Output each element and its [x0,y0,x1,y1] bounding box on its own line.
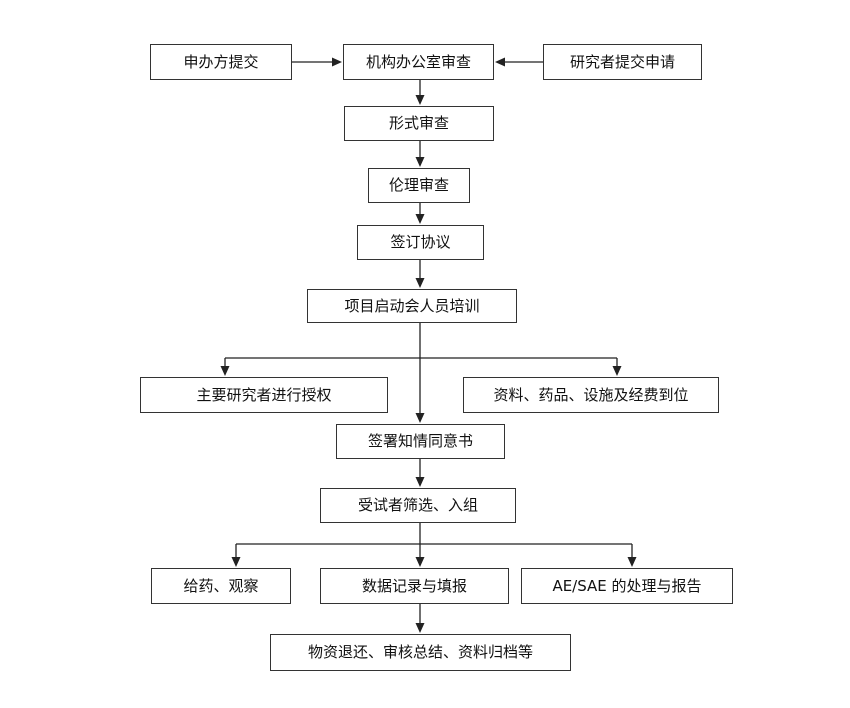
arrowhead [415,557,425,567]
arrowhead [231,557,241,567]
node-dosing-observe: 给药、观察 [151,568,291,604]
arrowhead [415,413,425,423]
node-kickoff-training: 项目启动会人员培训 [307,289,517,323]
node-ae-sae: AE/SAE 的处理与报告 [521,568,733,604]
arrowhead [612,366,622,376]
arrowhead [415,157,425,167]
arrowhead [415,278,425,288]
arrowhead [415,477,425,487]
node-sign-agreement: 签订协议 [357,225,484,260]
node-resources-ready: 资料、药品、设施及经费到位 [463,377,719,413]
node-closeout: 物资退还、审核总结、资料归档等 [270,634,571,671]
arrowhead [332,57,342,67]
arrowhead [415,214,425,224]
node-formal-review: 形式审查 [344,106,494,141]
node-office-review: 机构办公室审查 [343,44,494,80]
arrowhead [495,57,505,67]
arrowhead [220,366,230,376]
arrowhead [415,623,425,633]
arrowhead [415,95,425,105]
node-informed-consent: 签署知情同意书 [336,424,505,459]
node-screening-enroll: 受试者筛选、入组 [320,488,516,523]
node-researcher-submit: 研究者提交申请 [543,44,702,80]
node-sponsor-submit: 申办方提交 [150,44,292,80]
arrowhead [627,557,637,567]
node-data-record: 数据记录与填报 [320,568,509,604]
node-ethics-review: 伦理审查 [368,168,470,203]
node-pi-authorization: 主要研究者进行授权 [140,377,388,413]
